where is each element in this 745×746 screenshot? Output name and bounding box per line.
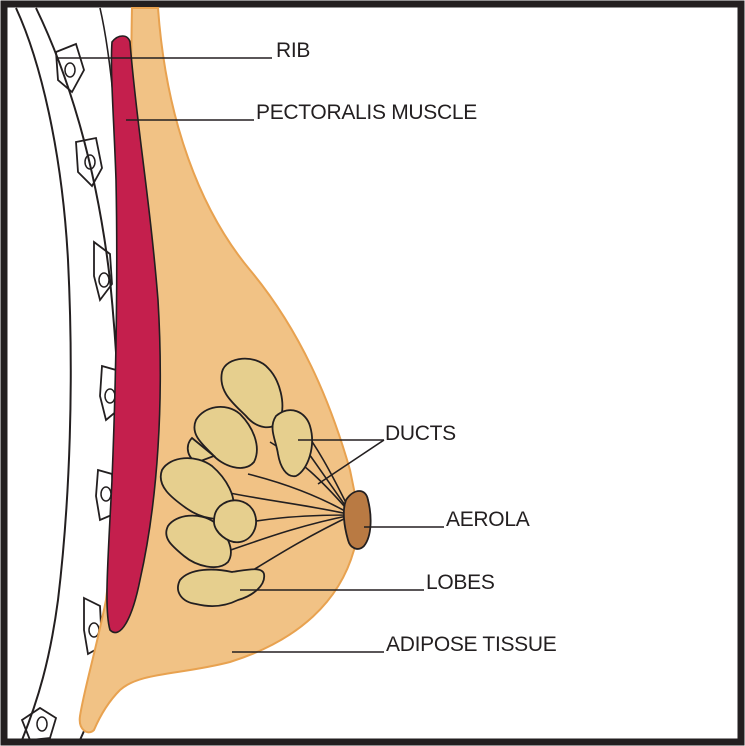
pectoralis-muscle-label: PECTORALIS MUSCLE bbox=[256, 101, 477, 124]
lobes-label: LOBES bbox=[426, 571, 495, 594]
aerola-label: AEROLA bbox=[446, 508, 530, 531]
rib-label: RIB bbox=[276, 39, 310, 62]
adipose-tissue-label: ADIPOSE TISSUE bbox=[386, 633, 557, 656]
ducts-label: DUCTS bbox=[385, 422, 456, 445]
aerola-icon bbox=[344, 491, 371, 549]
